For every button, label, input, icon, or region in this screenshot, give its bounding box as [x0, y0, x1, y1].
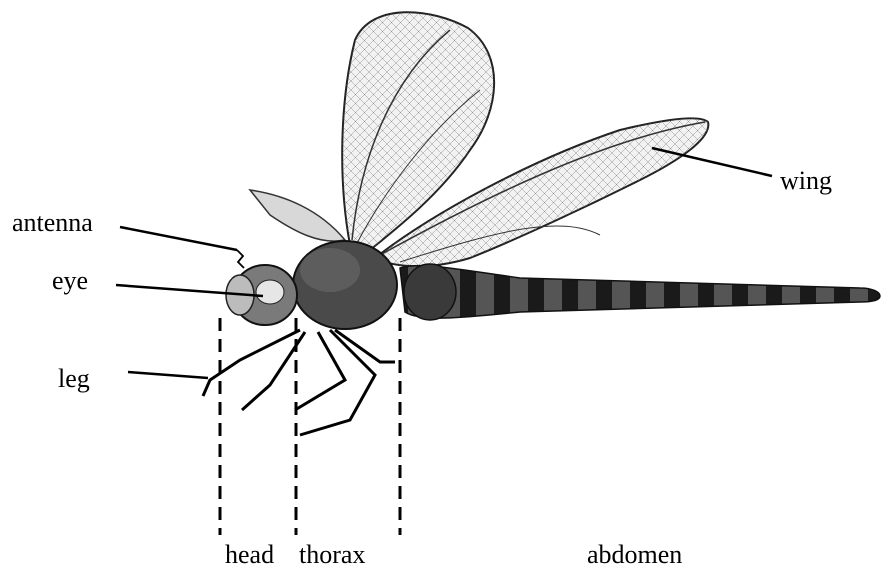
region-dividers [220, 318, 400, 535]
label-leg: leg [58, 366, 90, 392]
label-eye: eye [52, 268, 88, 294]
label-wing: wing [780, 168, 832, 194]
abdomen-body [400, 264, 880, 320]
antenna-shape [237, 250, 244, 268]
label-head: head [225, 542, 274, 568]
antenna-leader [120, 227, 237, 250]
legs [203, 330, 395, 435]
label-abdomen: abdomen [587, 542, 682, 568]
label-thorax: thorax [299, 542, 365, 568]
label-antenna: antenna [12, 210, 93, 236]
left-wing [250, 190, 345, 241]
leg-leader [128, 372, 208, 378]
